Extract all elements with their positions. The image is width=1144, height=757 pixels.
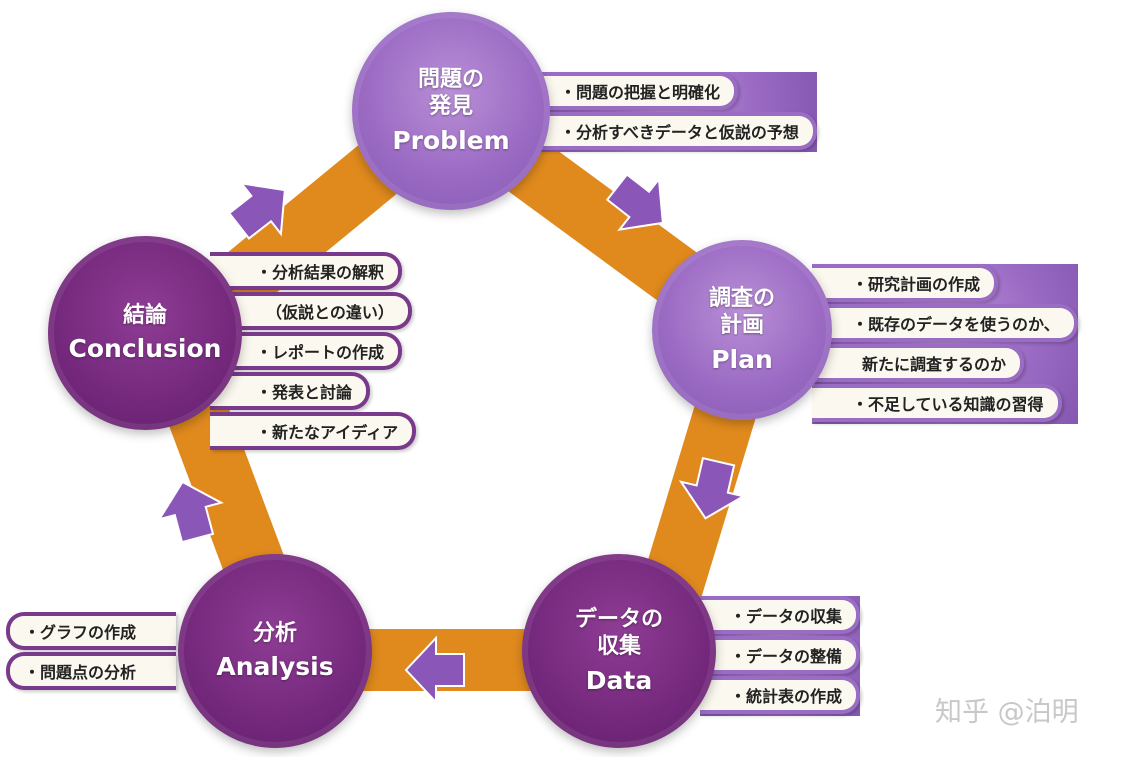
node-data-en: Data	[585, 665, 653, 695]
list-item: ・問題の把握と明確化	[520, 72, 739, 110]
list-item: 新たに調査するのか	[812, 344, 1025, 382]
list-item: ・研究計画の作成	[812, 264, 999, 302]
list-item: ・統計表の作成	[700, 676, 861, 714]
node-plan-en: Plan	[711, 344, 773, 374]
node-analysis: 分析 Analysis	[178, 554, 372, 748]
node-conclusion: 結論 Conclusion	[48, 236, 242, 430]
list-item: ・不足している知識の習得	[812, 384, 1062, 422]
watermark: 知乎 @泊明	[935, 697, 1079, 728]
node-problem-en: Problem	[392, 125, 510, 155]
node-conclusion-en: Conclusion	[68, 334, 222, 364]
callout-analysis: ・グラフの作成 ・問題点の分析	[6, 612, 177, 692]
list-item: ・既存のデータを使うのか、	[812, 304, 1078, 342]
node-problem: 問題の 発見 Problem	[352, 12, 550, 210]
list-item: ・分析すべきデータと仮説の予想	[520, 112, 817, 150]
node-analysis-jp: 分析	[252, 620, 297, 646]
node-problem-jp: 問題の 発見	[417, 66, 484, 120]
list-item: ・問題点の分析	[6, 652, 177, 690]
callout-conclusion: ・分析結果の解釈 （仮説との違い） ・レポートの作成 ・発表と討論 ・新たなアイ…	[210, 252, 417, 452]
node-conclusion-jp: 結論	[122, 302, 167, 328]
callout-data: ・データの収集 ・データの整備 ・統計表の作成	[700, 596, 861, 716]
arrow-data-to-analysis	[404, 635, 465, 705]
list-item: ・分析結果の解釈	[210, 252, 403, 290]
list-item: （仮説との違い）	[210, 292, 412, 330]
callout-plan: ・研究計画の作成 ・既存のデータを使うのか、 新たに調査するのか ・不足している…	[812, 264, 1078, 424]
list-item: ・データの整備	[700, 636, 861, 674]
list-item: ・データの収集	[700, 596, 861, 634]
node-data: データの 収集 Data	[522, 554, 716, 748]
arrow-conclusion-to-problem	[227, 182, 286, 240]
arrow-problem-to-plan	[605, 173, 664, 231]
node-analysis-en: Analysis	[216, 652, 334, 682]
list-item: ・レポートの作成	[210, 332, 403, 370]
node-plan: 調査の 計画 Plan	[652, 240, 832, 420]
arrow-analysis-to-conclusion	[157, 480, 224, 544]
node-data-jp: データの 収集	[574, 606, 663, 660]
list-item: ・新たなアイディア	[210, 412, 417, 450]
callout-problem: ・問題の把握と明確化 ・分析すべきデータと仮説の予想	[520, 72, 817, 152]
list-item: ・グラフの作成	[6, 612, 177, 650]
node-plan-jp: 調査の 計画	[708, 285, 775, 339]
list-item: ・発表と討論	[210, 372, 371, 410]
arrow-plan-to-data	[678, 456, 747, 520]
